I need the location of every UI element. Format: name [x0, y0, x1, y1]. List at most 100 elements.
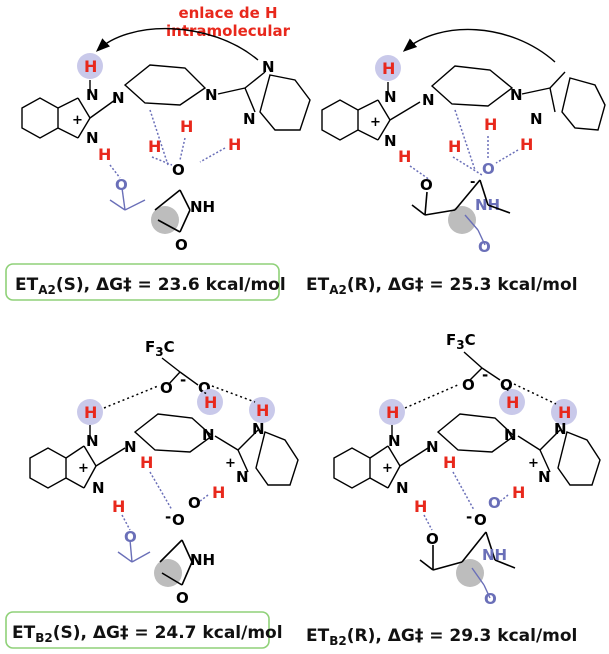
label-b2s: ETB2(S), ΔG‡ = 24.7 kcal/mol [12, 623, 283, 645]
atom-h: H [212, 483, 225, 502]
maleimide-blue [464, 214, 486, 246]
atom-n: N [262, 58, 275, 76]
atom-n: N [205, 86, 218, 104]
benzimidazole-left [21, 80, 116, 139]
charge-plus: + [382, 461, 393, 476]
benzimidazole-left [321, 82, 421, 141]
atom-nh: NH [482, 546, 507, 564]
hydrogen-bonds-anion [103, 385, 256, 409]
atom-h: H [398, 147, 411, 166]
atom-n: N [243, 110, 256, 128]
highlight-circle [551, 399, 577, 425]
atom-n: N [396, 479, 409, 497]
label-b2r: ETB2(R), ΔG‡ = 29.3 kcal/mol [306, 626, 577, 648]
hydrogen-bonds-anion [404, 383, 557, 409]
atom-o: O [175, 236, 188, 254]
highlight-circle [197, 389, 223, 415]
substrate-acetyl [117, 539, 151, 563]
atom-o: O [172, 161, 185, 179]
atom-o: O [482, 160, 495, 178]
label-box [5, 263, 280, 301]
atom-o: O [484, 590, 497, 608]
atom-o: O [115, 176, 128, 194]
arrow-intramolecular [402, 28, 556, 63]
highlight-circle [499, 389, 525, 415]
cyclohexane [123, 64, 207, 106]
charge-plus: + [78, 461, 89, 476]
hydrogen-bonds [121, 471, 209, 531]
highlight-circle [249, 397, 275, 423]
annotation-line1: enlace de H [178, 4, 277, 22]
atom-h: H [112, 497, 125, 516]
charge-plus: + [370, 115, 381, 130]
atom-n: N [504, 426, 517, 444]
atom-h: H [382, 59, 395, 78]
atom-n: N [124, 438, 137, 456]
atom-h: H [506, 393, 519, 412]
panel-a2s: enlace de H intramolecular H N N + N N [21, 4, 311, 254]
atom-n: N [86, 432, 99, 450]
atom-o: O [160, 379, 173, 397]
atom-n: N [202, 426, 215, 444]
atom-n: N [236, 468, 249, 486]
atom-o: O [124, 528, 137, 546]
hydrogen-bonds [423, 471, 509, 531]
cyclohexane [436, 413, 516, 453]
label-a2r: ETA2(R), ΔG‡ = 25.3 kcal/mol [306, 275, 578, 297]
atom-n: N [388, 432, 401, 450]
atom-h: H [228, 135, 241, 154]
charge-minus: - [180, 371, 186, 389]
atom-h: H [443, 453, 456, 472]
cyclohexane [133, 413, 214, 453]
atom-h: H [140, 453, 153, 472]
atom-n: N [554, 420, 567, 438]
maleimide-blue [471, 567, 491, 599]
hydrogen-bonds [409, 109, 519, 181]
atom-h: H [414, 497, 427, 516]
benzimidazole-right [217, 71, 311, 131]
arrow-intramolecular [95, 28, 259, 61]
atom-n: N [86, 86, 99, 104]
benzimidazole-left [29, 425, 126, 489]
atom-o: O [474, 511, 487, 529]
maleimide [154, 189, 191, 233]
atom-n: N [252, 420, 265, 438]
panel-b2s: F3C O O - H H H N N + [29, 338, 299, 607]
atom-h: H [84, 403, 97, 422]
label-a2s: ETA2(S), ΔG‡ = 23.6 kcal/mol [15, 275, 286, 297]
atom-o: O [462, 376, 475, 394]
grey-circle [448, 206, 476, 234]
charge-plus: + [225, 456, 236, 471]
atom-nh: NH [190, 198, 215, 216]
substrate-chain [411, 179, 511, 216]
atom-h: H [180, 117, 193, 136]
benzimidazole-right [517, 429, 601, 486]
charge-minus: - [470, 175, 475, 190]
atom-h: H [84, 57, 97, 76]
hydrogen-bonds [109, 109, 226, 179]
atom-o: O [176, 589, 189, 607]
atom-h: H [204, 393, 217, 412]
annotation-line2: intramolecular [166, 22, 291, 40]
charge-plus: + [72, 113, 83, 128]
atom-o: O [420, 176, 433, 194]
atom-o: O [188, 494, 201, 512]
label-box [5, 611, 270, 649]
atom-h: H [520, 135, 533, 154]
charge-plus: + [528, 456, 539, 471]
atom-o: O [426, 530, 439, 548]
atom-n: N [510, 86, 523, 104]
atom-n: N [530, 110, 543, 128]
grey-circle [456, 559, 484, 587]
atom-h: H [256, 401, 269, 420]
benzimidazole-left [333, 425, 429, 489]
trifluoroacetate [463, 351, 501, 381]
charge-minus: - [466, 508, 472, 526]
highlight-circle [77, 399, 103, 425]
atom-n: N [92, 479, 105, 497]
atom-o: O [488, 494, 501, 512]
atom-n: N [384, 88, 397, 106]
charge-minus: - [165, 508, 171, 526]
